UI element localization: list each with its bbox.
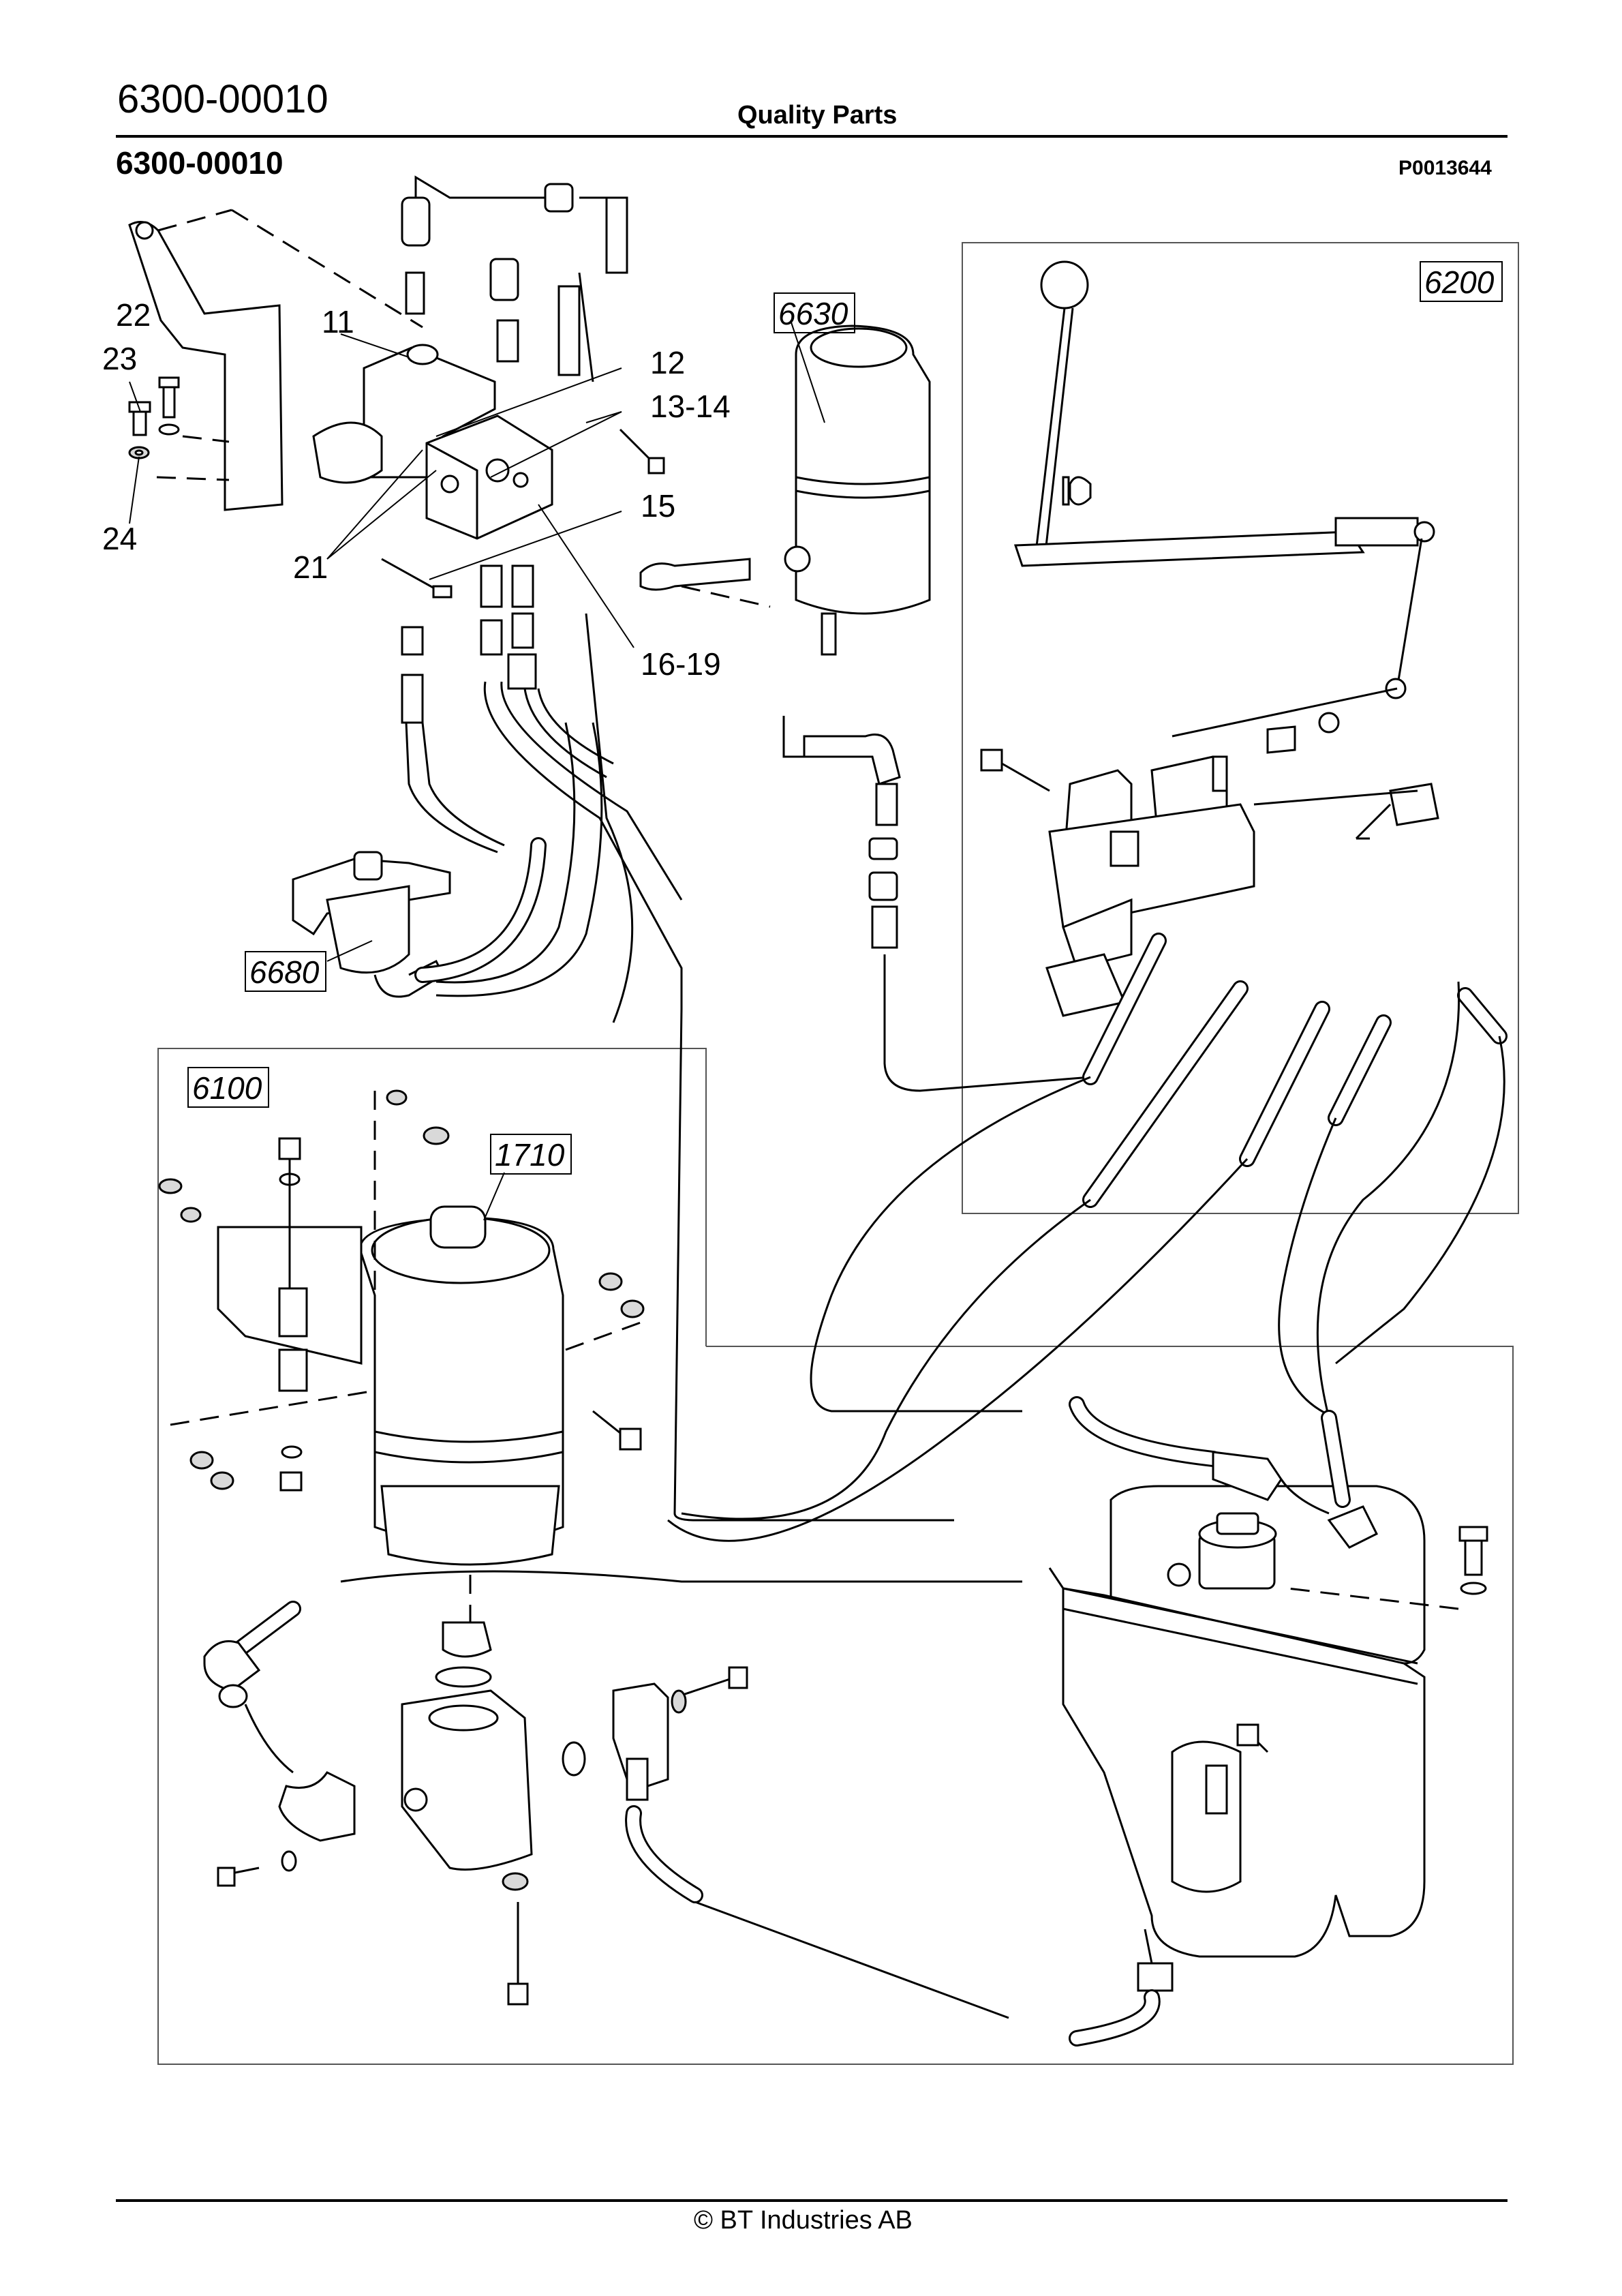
callout-16-19: 16-19: [641, 646, 721, 682]
drawing-number: P0013644: [1398, 157, 1492, 179]
ref-6200: 6200: [1424, 265, 1495, 300]
bracket-22: [128, 209, 423, 511]
pump-assembly: [203, 1601, 1009, 2019]
callout-22: 22: [116, 297, 151, 333]
return-line: [340, 1570, 1022, 1583]
ref-box-6630: [774, 292, 855, 333]
brand-line: Quality Parts: [737, 101, 898, 130]
fittings-bottom: [401, 564, 537, 724]
ref-box-6100: [187, 1067, 269, 1108]
ref-6680: 6680: [249, 954, 320, 990]
callout-23: 23: [102, 341, 137, 376]
callout-24: 24: [102, 521, 137, 556]
part-6200: [980, 260, 1439, 1017]
footer-copyright: © BT Industries AB: [694, 2206, 913, 2235]
ref-box-1710: [490, 1134, 572, 1175]
part-6680: [292, 837, 547, 998]
hose-lines-6200: [667, 933, 1508, 1542]
callout-13-14: 13-14: [650, 389, 731, 424]
page-title: 6300-00010: [116, 145, 284, 181]
ref-6100: 6100: [192, 1070, 262, 1106]
header-rule: [116, 135, 1508, 138]
group-frame-6100: [157, 1048, 1514, 2065]
document-number: 6300-00010: [117, 77, 328, 121]
screw-21: [381, 428, 665, 599]
bolts-23: [128, 376, 180, 436]
elbow-fitting: [782, 716, 1091, 1092]
ref-1710: 1710: [495, 1137, 565, 1173]
callout-leaders: [129, 320, 825, 1221]
callout-15: 15: [641, 488, 675, 524]
callout-12: 12: [650, 345, 685, 380]
valve-block: [312, 271, 553, 540]
fittings-top: [401, 175, 628, 382]
part-1710: [158, 1089, 645, 1566]
hose-lines-left: [405, 613, 954, 1522]
part-6630: [639, 324, 931, 656]
ref-6630: 6630: [778, 296, 848, 331]
callout-21: 21: [293, 549, 328, 585]
group-frame-6200: [962, 242, 1519, 1214]
washers-24: [128, 446, 150, 459]
hydraulic-tank: [1048, 1396, 1488, 2046]
ref-box-6200: [1420, 261, 1503, 302]
ref-box-6680: [245, 951, 326, 992]
footer-rule: [116, 2199, 1508, 2202]
callout-11: 11: [322, 304, 354, 339]
